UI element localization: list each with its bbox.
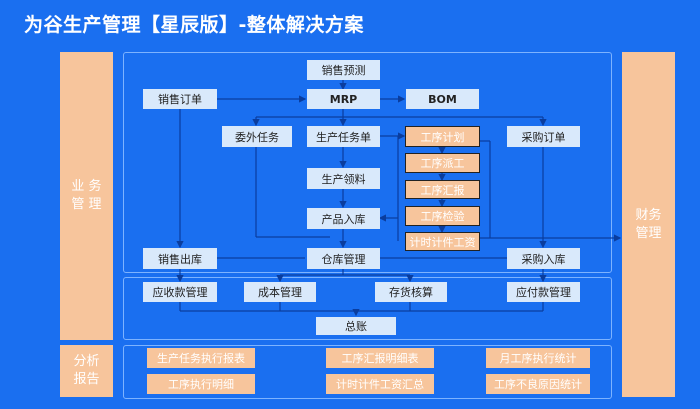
node-bom: BOM: [406, 89, 479, 109]
node-cost: 成本管理: [244, 282, 316, 302]
report-monthly-process-stats: 月工序执行统计: [486, 348, 590, 368]
business-flow-panel: [123, 52, 612, 273]
node-sales-order: 销售订单: [143, 89, 217, 109]
node-mrp: MRP: [307, 89, 380, 109]
finance-management-label: 财务管理: [622, 52, 675, 397]
process-step-plan: 工序计划: [405, 126, 480, 147]
report-panel: [123, 345, 612, 399]
node-product-storage: 产品入库: [307, 208, 380, 229]
node-sales-outbound: 销售出库: [143, 248, 217, 269]
node-payable: 应付款管理: [507, 282, 580, 302]
node-purchase-storage: 采购入库: [507, 248, 580, 269]
node-production-picking: 生产领料: [307, 168, 380, 189]
node-production-task: 生产任务单: [307, 126, 380, 147]
process-step-report: 工序汇报: [405, 180, 480, 199]
process-step-piecework-wage: 计时计件工资: [405, 232, 480, 251]
node-sales-forecast: 销售预测: [307, 60, 380, 80]
finance-panel: [123, 277, 612, 340]
analysis-report-label: 分析报告: [60, 345, 113, 397]
node-ledger: 总账: [316, 317, 396, 335]
node-outsourcing: 委外任务: [222, 126, 292, 147]
report-defect-cause-stats: 工序不良原因统计: [486, 374, 590, 394]
business-management-label: 业 务管 理: [60, 52, 113, 340]
report-piecework-wage-summary: 计时计件工资汇总: [326, 374, 434, 394]
process-step-inspection: 工序检验: [405, 206, 480, 226]
report-production-task-execution: 生产任务执行报表: [147, 348, 255, 368]
page-title: 为谷生产管理【星辰版】-整体解决方案: [24, 14, 364, 36]
node-warehouse: 仓库管理: [307, 248, 380, 269]
process-step-dispatch: 工序派工: [405, 153, 480, 173]
node-inventory: 存货核算: [375, 282, 447, 302]
node-purchase-order: 采购订单: [507, 126, 580, 147]
report-process-execution-detail: 工序执行明细: [147, 374, 255, 394]
node-receivable: 应收款管理: [143, 282, 217, 302]
report-process-report-detail: 工序汇报明细表: [326, 348, 434, 368]
